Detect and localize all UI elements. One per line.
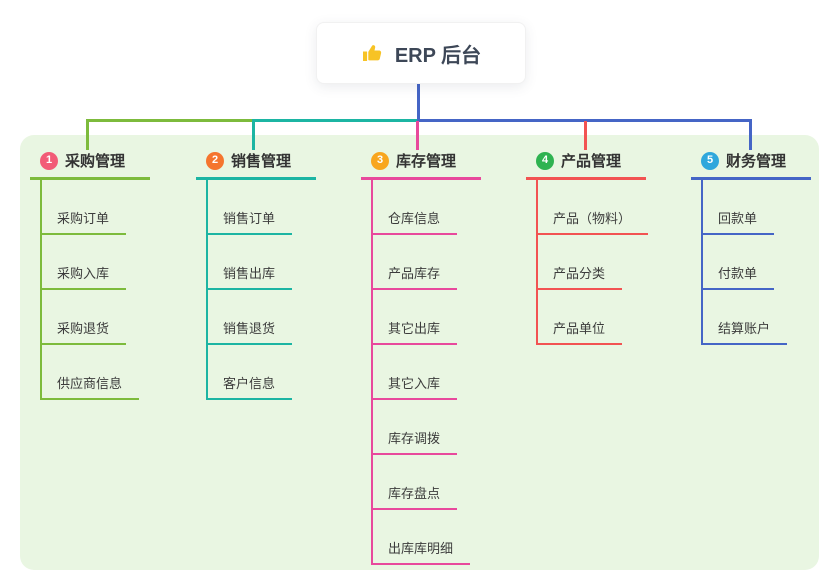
child-node[interactable]: 库存盘点 [373, 455, 491, 510]
branch-badge: 1 [40, 151, 58, 170]
child-label: 出库库明细 [373, 538, 471, 565]
connector-stub-5 [749, 119, 752, 150]
branch-children: 仓库信息 产品库存 其它出库 其它入库 库存调拨 库存盘点 出库库明细 [371, 180, 491, 565]
child-label: 回款单 [703, 208, 775, 235]
child-node[interactable]: 产品（物料） [538, 180, 656, 235]
child-label: 采购退货 [42, 318, 127, 345]
root-label: ERP 后台 [394, 44, 482, 67]
connector-root-stem [417, 82, 420, 120]
child-node[interactable]: 产品单位 [538, 290, 656, 345]
child-label: 其它出库 [373, 318, 458, 345]
child-node[interactable]: 采购入库 [42, 235, 160, 290]
branch-1: 1 采购管理 采购订单 采购入库 采购退货 供应商信息 [30, 150, 160, 400]
branch-children: 产品（物料） 产品分类 产品单位 [536, 180, 656, 345]
branch-badge: 2 [206, 151, 224, 170]
branch-5: 5 财务管理 回款单 付款单 结算账户 [691, 150, 821, 345]
connector-bus-blue [417, 119, 752, 122]
child-label: 付款单 [703, 263, 775, 290]
child-node[interactable]: 其它入库 [373, 345, 491, 400]
child-node[interactable]: 采购订单 [42, 180, 160, 235]
child-label: 产品分类 [538, 263, 623, 290]
branches-panel [20, 135, 819, 570]
child-label: 产品单位 [538, 318, 623, 345]
root-node[interactable]: ERP 后台 [316, 22, 526, 84]
child-node[interactable]: 销售退货 [208, 290, 326, 345]
branch-3: 3 库存管理 仓库信息 产品库存 其它出库 其它入库 库存调拨 库存盘点 出库库… [361, 150, 491, 565]
child-node[interactable]: 销售订单 [208, 180, 326, 235]
branch-badge: 3 [371, 151, 389, 170]
child-node[interactable]: 采购退货 [42, 290, 160, 345]
branch-badge: 5 [701, 151, 719, 170]
branch-children: 销售订单 销售出库 销售退货 客户信息 [206, 180, 326, 400]
child-node[interactable]: 回款单 [703, 180, 821, 235]
child-label: 销售出库 [208, 263, 293, 290]
branch-children: 采购订单 采购入库 采购退货 供应商信息 [40, 180, 160, 400]
branch-2: 2 销售管理 销售订单 销售出库 销售退货 客户信息 [196, 150, 326, 400]
child-label: 仓库信息 [373, 208, 458, 235]
branch-label: 销售管理 [231, 153, 292, 170]
branch-label: 库存管理 [396, 153, 457, 170]
child-label: 其它入库 [373, 373, 458, 400]
branch-children: 回款单 付款单 结算账户 [701, 180, 821, 345]
connector-stub-1 [86, 119, 89, 150]
child-node[interactable]: 仓库信息 [373, 180, 491, 235]
branch-4: 4 产品管理 产品（物料） 产品分类 产品单位 [526, 150, 656, 345]
branch-label: 采购管理 [65, 153, 126, 170]
child-label: 采购订单 [42, 208, 127, 235]
connector-bus-green [86, 119, 255, 122]
connector-stub-4 [584, 121, 587, 150]
child-label: 结算账户 [703, 318, 788, 345]
child-node[interactable]: 结算账户 [703, 290, 821, 345]
thumbs-up-icon [361, 41, 385, 65]
child-node[interactable]: 销售出库 [208, 235, 326, 290]
child-label: 客户信息 [208, 373, 293, 400]
child-node[interactable]: 产品库存 [373, 235, 491, 290]
child-node[interactable]: 出库库明细 [373, 510, 491, 565]
child-node[interactable]: 付款单 [703, 235, 821, 290]
child-label: 销售退货 [208, 318, 293, 345]
child-node[interactable]: 其它出库 [373, 290, 491, 345]
child-node[interactable]: 库存调拨 [373, 400, 491, 455]
connector-stub-3 [416, 121, 419, 150]
child-label: 库存盘点 [373, 483, 458, 510]
branch-badge: 4 [536, 151, 554, 170]
child-label: 采购入库 [42, 263, 127, 290]
branch-label: 产品管理 [561, 153, 622, 170]
child-label: 产品（物料） [538, 208, 649, 235]
child-node[interactable]: 产品分类 [538, 235, 656, 290]
child-node[interactable]: 客户信息 [208, 345, 326, 400]
child-label: 销售订单 [208, 208, 293, 235]
child-node[interactable]: 供应商信息 [42, 345, 160, 400]
branch-label: 财务管理 [726, 153, 787, 170]
child-label: 供应商信息 [42, 373, 140, 400]
connector-bus-teal [255, 119, 417, 122]
child-label: 产品库存 [373, 263, 458, 290]
child-label: 库存调拨 [373, 428, 458, 455]
connector-stub-2 [252, 119, 255, 150]
